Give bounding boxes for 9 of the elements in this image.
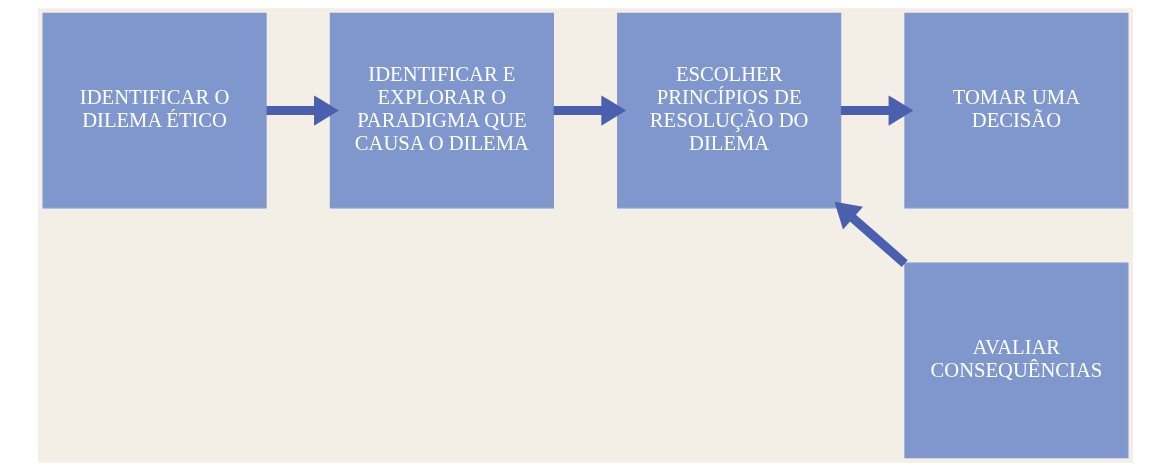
node-box: TOMAR UMA DECISÃO (903, 12, 1128, 209)
arrow (833, 201, 908, 267)
node-box: ESCOLHER PRINCÍPIOS DE RESOLUÇÃO DO DILEMA (616, 12, 841, 209)
node-box: IDENTIFICAR E EXPLORAR O PARADIGMA QUE CAUSA O DILEMA (329, 12, 554, 209)
arrow (840, 95, 913, 126)
arrow (265, 95, 339, 126)
arrow (553, 95, 626, 126)
node-box: IDENTIFICAR O DILEMA ÉTICO (42, 12, 267, 209)
node-box: AVALIAR CONSEQUÊNCIAS (903, 262, 1128, 459)
